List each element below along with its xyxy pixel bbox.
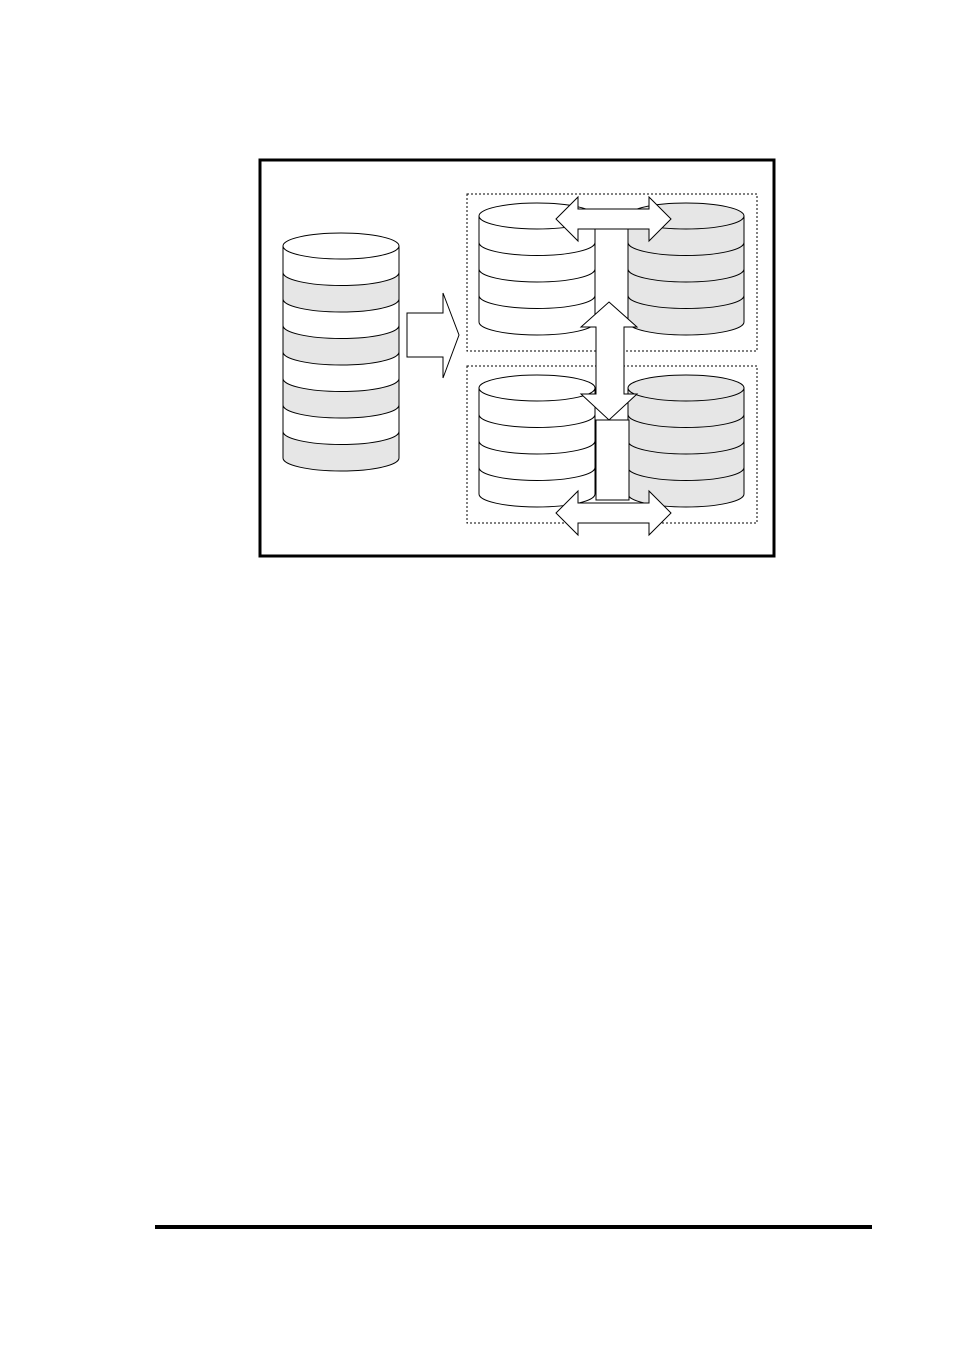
group-2-volume-2 — [628, 375, 744, 507]
volume-top — [628, 375, 744, 401]
footer-rule — [155, 1225, 872, 1229]
volume-top — [479, 375, 595, 401]
volume-top — [283, 233, 399, 259]
source-volume — [283, 233, 399, 471]
group-2-gap-pillar — [596, 420, 629, 500]
group-2-volume-1 — [479, 375, 595, 507]
